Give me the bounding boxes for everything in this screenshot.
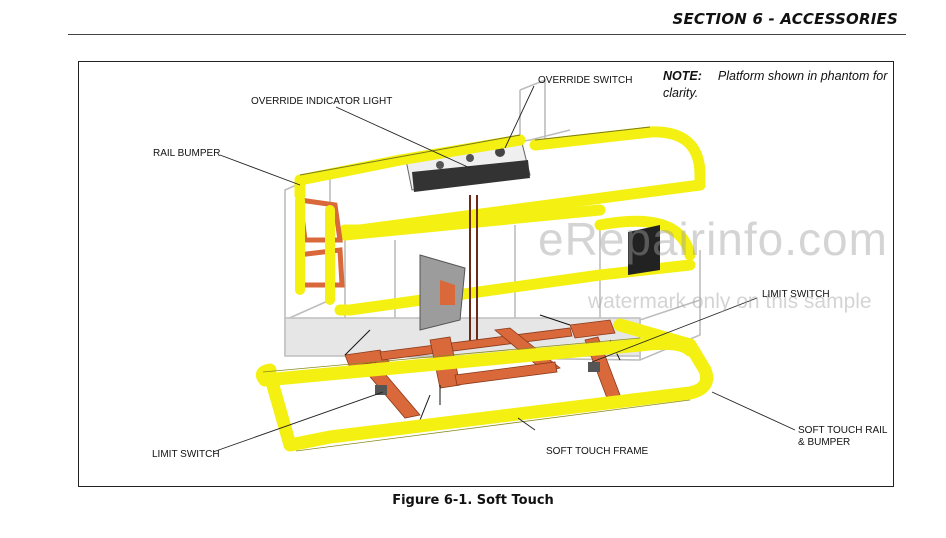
figure-caption: Figure 6-1. Soft Touch (392, 493, 554, 508)
mounting-bracket (419, 195, 478, 345)
watermark-sub: watermark only on this sample (588, 290, 872, 313)
section-header: SECTION 6 - ACCESSORIES (672, 10, 898, 28)
leader-lines (212, 85, 796, 453)
callout-limit-switch-right: LIMIT SWITCH (762, 289, 830, 300)
side-panel (628, 225, 660, 275)
rail-bumper-gate-yellow (295, 195, 335, 305)
note-block: NOTE:Platform shown in phantom for clari… (663, 68, 889, 102)
callout-soft-touch-frame: SOFT TOUCH FRAME (546, 446, 649, 457)
upper-rails-outline (299, 126, 651, 176)
soft-touch-rail-outline (262, 337, 691, 452)
soft-touch-rail (256, 318, 714, 452)
callout-soft-touch-rail-line2: & BUMPER (798, 437, 851, 448)
callout-limit-switch-left: LIMIT SWITCH (152, 449, 220, 460)
figure-frame (78, 61, 894, 487)
watermark-main: eRepairinfo.com (538, 213, 888, 265)
callout-soft-touch-rail-line1: SOFT TOUCH RAIL (798, 425, 888, 436)
callout-soft-touch-rail: SOFT TOUCH RAIL & BUMPER (798, 425, 887, 449)
callout-rail-bumper: RAIL BUMPER (153, 148, 221, 159)
note-text: Platform shown in phantom for clarity. (663, 69, 888, 100)
limit-switch-right-body (588, 362, 600, 372)
limit-switch-left-body (375, 385, 387, 395)
callout-override-indicator-light: OVERRIDE INDICATOR LIGHT (251, 96, 393, 107)
callout-override-switch: OVERRIDE SWITCH (538, 75, 633, 86)
note-heading: NOTE: (663, 69, 702, 83)
header-rule (68, 34, 906, 35)
